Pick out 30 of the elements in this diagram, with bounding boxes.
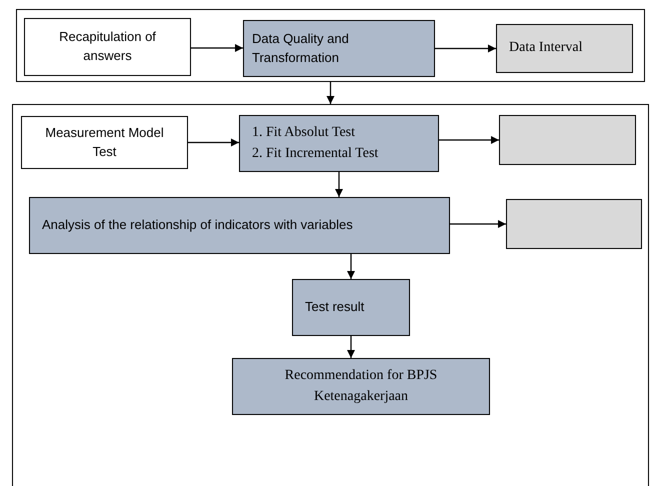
process-box [239, 115, 439, 172]
box-text: Data Quality and Transformation [252, 30, 350, 66]
process-box [292, 279, 410, 336]
process-box [243, 20, 435, 77]
box-text: Data Interval [509, 39, 582, 58]
arrow [326, 82, 334, 104]
process-box [232, 358, 490, 415]
arrow [435, 44, 496, 52]
box-text: 1. Fit Absolut Test [252, 124, 356, 142]
arrow [347, 254, 355, 279]
arrow [439, 136, 499, 144]
group-frame [12, 104, 649, 486]
box-text: Analysis of the relationship of indicators with variables [42, 216, 353, 234]
process-box [21, 116, 188, 169]
process-box [24, 18, 191, 76]
process-box [499, 115, 636, 165]
process-box [29, 197, 450, 254]
box-text: Measurement Model Test [44, 124, 165, 160]
arrow [347, 336, 355, 358]
arrow [335, 172, 343, 197]
box-text: Recapitulation of answers [58, 28, 157, 65]
group-frame [16, 9, 645, 82]
box-text: Recommendation for BPJS Ketenagakerjaan [284, 367, 438, 406]
arrow [188, 138, 239, 146]
arrow [191, 44, 243, 52]
box-text: 2. Fit Incremental Test [252, 144, 378, 162]
process-box [496, 24, 633, 73]
arrow [450, 220, 506, 228]
box-text: Test result [305, 298, 364, 316]
process-box [506, 199, 642, 249]
